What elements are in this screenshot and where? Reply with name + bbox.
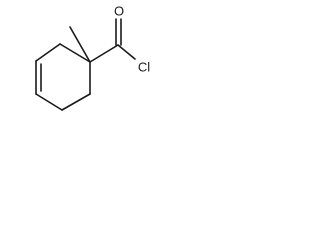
ring-bond-c5-c6: [61, 93, 91, 111]
chlorine-atom-label: Cl: [138, 60, 150, 75]
chemical-structure: O Cl: [35, 4, 150, 111]
ring-bond-c2-c3: [35, 43, 61, 62]
ring-bond-c1-c2: [59, 43, 91, 63]
methyl-bond: [69, 26, 91, 63]
ring-bond-c4-c5: [35, 93, 63, 111]
oxygen-atom-label: O: [114, 4, 124, 19]
carbon-chlorine-bond: [117, 44, 136, 60]
carbonyl-carbon-bond: [89, 44, 119, 63]
